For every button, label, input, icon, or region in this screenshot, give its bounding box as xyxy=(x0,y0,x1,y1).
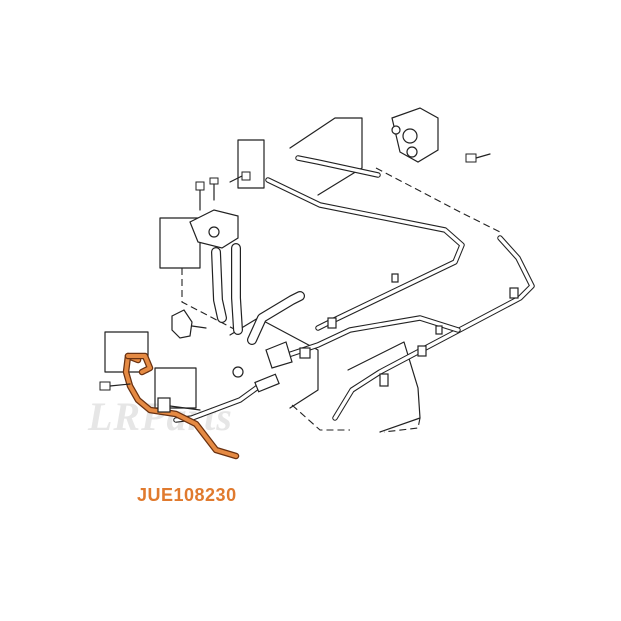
callout-box-lower-mid xyxy=(154,367,197,409)
callout-box-top-right xyxy=(289,117,363,196)
lower-hose-pipe xyxy=(173,381,265,423)
mid-pipe xyxy=(285,315,461,358)
part-number-label: JUE108230 xyxy=(137,485,237,505)
connector-block-icon xyxy=(232,341,293,378)
vertical-hose-left xyxy=(211,247,227,323)
inline-fitting-icon xyxy=(254,373,280,393)
pipe-clips-icon xyxy=(299,273,519,387)
rear-pipe-lower xyxy=(332,235,535,421)
callout-box-centre xyxy=(229,317,319,409)
rear-pipe-upper xyxy=(265,177,465,331)
lower-fittings-icon xyxy=(99,381,201,413)
callout-box-left-bracket xyxy=(159,217,201,269)
clip-icon xyxy=(171,309,207,339)
bolt-side-icon xyxy=(229,171,251,183)
bolt-icon xyxy=(465,153,491,163)
top-pipe xyxy=(295,155,381,178)
dashed-guide-lines xyxy=(181,167,501,433)
bracket-clamp-icon xyxy=(189,209,239,249)
valve-block-icon xyxy=(391,107,439,163)
vertical-hose-right xyxy=(231,243,243,335)
callout-box-bracket-top xyxy=(237,139,265,189)
bolt-top-icon xyxy=(195,177,219,211)
highlighted-pipe-jue108230[interactable] xyxy=(122,352,240,460)
curved-hose xyxy=(247,291,305,345)
callout-box-lower-right xyxy=(347,341,421,433)
